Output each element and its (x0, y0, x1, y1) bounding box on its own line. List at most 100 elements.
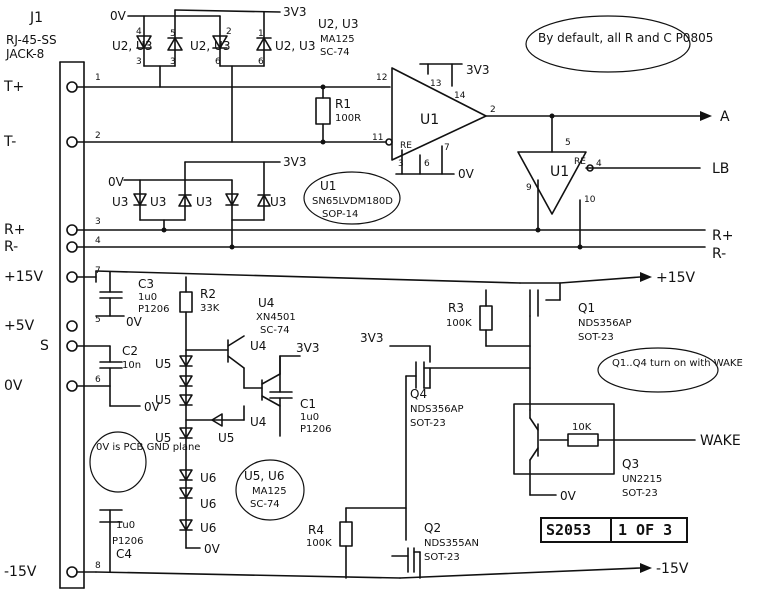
u2-label-1: U2, U3 (112, 39, 152, 53)
r2-ref: R2 (200, 287, 216, 301)
capacitor-c3: 0V C3 1u0 P1206 (95, 271, 169, 329)
sheet-number: 1 OF 3 (618, 521, 672, 539)
wake-note-text: Q1..Q4 turn on with WAKE (612, 358, 743, 369)
u3-label-1: U3 (112, 195, 128, 209)
u4-ref: U4 (258, 296, 274, 310)
u1-amplifier: A U1 RE 3V3 12 11 13 14 2 0V 3 6 7 (372, 63, 730, 181)
u1-0v: 0V (458, 167, 475, 181)
transistor-q1: +15V R3 100K Q1 NDS356AP SOT-23 (446, 270, 696, 411)
diode-u2c (212, 15, 228, 67)
svg-text:7: 7 (444, 143, 450, 153)
pin-name-t-minus: T- (3, 134, 16, 150)
c4-ref: C4 (116, 547, 132, 561)
u2-type: MA125 (320, 34, 355, 45)
rail-0v-u3: 0V (108, 175, 125, 189)
r4-ref: R4 (308, 523, 324, 537)
u2-diode-group: 0V 3V3 U2, U3 U2, U3 U2, (110, 5, 358, 143)
c1-pkg: P1206 (300, 424, 331, 435)
output-a-label: A (720, 109, 730, 125)
capacitor-c4: 1u0 P1206 C4 (99, 509, 143, 573)
q4-type: NDS356AP (410, 404, 464, 415)
pin-name-r-plus: R+ (4, 222, 25, 238)
svg-text:6: 6 (424, 159, 430, 169)
u1-rx-ref: U1 (550, 164, 569, 180)
u3-label-2: U3 (150, 195, 166, 209)
resistor-r1: R1 100R (315, 84, 361, 145)
r1-ref: R1 (335, 97, 351, 111)
u2-label-2: U2, U3 (190, 39, 230, 53)
u3-label-4: U3 (270, 195, 286, 209)
c2-val: 10n (122, 360, 141, 371)
default-note: By default, all R and C P0805 (525, 15, 713, 73)
r3-val: 100K (446, 318, 472, 329)
svg-text:1: 1 (258, 29, 264, 39)
svg-text:3: 3 (136, 57, 142, 67)
connector-footprint: JACK-8 (5, 47, 44, 61)
pin-name-r-minus: R- (4, 239, 18, 255)
q2-type: NDS355AN (424, 538, 479, 549)
q2-minus15v: -15V (656, 561, 689, 577)
u1-re-label: RE (400, 141, 412, 151)
u5-label-1: U5 (155, 357, 171, 371)
q4-pkg: SOT-23 (410, 418, 446, 429)
svg-text:6: 6 (215, 57, 221, 67)
u1-3v3: 3V3 (466, 63, 489, 77)
pin-name-minus15v: -15V (4, 564, 37, 580)
pin-num-4: 4 (95, 236, 101, 246)
capacitor-c1: C1 1u0 P1206 (269, 355, 331, 437)
q2-pkg: SOT-23 (424, 552, 460, 563)
r2-val: 33K (200, 303, 220, 314)
u4-label-3: U4 (250, 415, 266, 429)
resistor-r4: R4 100K (306, 507, 407, 579)
u5-label-2: U5 (155, 393, 171, 407)
q1-ref: Q1 (578, 301, 595, 315)
c3-val: 1u0 (138, 292, 157, 303)
transistor-q3: WAKE 10K 0V Q3 UN2215 SOT-23 (513, 403, 741, 503)
svg-text:11: 11 (372, 133, 383, 143)
diode-chain-u5-u6: 0V U5 U5 U5 U6 U6 U6 (155, 349, 221, 556)
q3-ref: Q3 (622, 457, 639, 471)
r4-val: 100K (306, 538, 332, 549)
transistor-q4: 3V3 Q4 NDS356AP SOT-23 (360, 331, 531, 541)
u2-label-3: U2, U3 (275, 39, 315, 53)
nets (76, 86, 706, 579)
q3-0v: 0V (560, 489, 577, 503)
u1-note: U1 SN65LVDM180D SOP-14 (303, 171, 401, 225)
svg-text:4: 4 (136, 27, 142, 37)
connector-part: RJ-45-SS (6, 33, 57, 47)
c1-val: 1u0 (300, 412, 319, 423)
pin-name-plus5v: +5V (4, 318, 35, 334)
svg-text:13: 13 (430, 79, 441, 89)
c3-pkg: P1206 (138, 304, 169, 315)
rail-3v3-top: 3V3 (283, 5, 306, 19)
pin-num-6: 6 (95, 375, 101, 385)
rail-3v3-u3: 3V3 (283, 155, 306, 169)
r1-value: 100R (335, 113, 361, 124)
u6-label-3: U6 (200, 521, 216, 535)
pin-num-1: 1 (95, 73, 101, 83)
u56-pkg: SC-74 (250, 499, 280, 510)
c4-val: 1u0 (116, 520, 135, 531)
r3-ref: R3 (448, 301, 464, 315)
c3-ref: C3 (138, 277, 154, 291)
capacitor-c2: 0V C2 10n (76, 344, 161, 414)
output-lb-label: LB (712, 161, 729, 177)
u1-note-pkg: SOP-14 (322, 209, 358, 220)
svg-text:6: 6 (258, 57, 264, 67)
resistor-r2: R2 33K (179, 276, 220, 351)
drawing-number: S2053 (546, 521, 591, 539)
pin-num-8: 8 (95, 561, 101, 571)
u1-rx-re: RE (574, 157, 586, 167)
u6-label-2: U6 (200, 497, 216, 511)
u56-group: U5, U6 (244, 469, 284, 483)
q4-3v3: 3V3 (360, 331, 383, 345)
connector-j1: J1 RJ-45-SS JACK-8 T+ T- R+ R- +15V +5V … (3, 10, 101, 589)
u4-3v3: 3V3 (296, 341, 319, 355)
u4-label-2: U4 (250, 339, 266, 353)
u1-ref: U1 (420, 112, 439, 128)
u2-group-label: U2, U3 (318, 17, 358, 31)
pin-num-5: 5 (95, 315, 101, 325)
u3-diode-group: 0V 3V3 U3 U3 U3 U3 (108, 155, 306, 250)
connector-ref: J1 (29, 10, 43, 26)
